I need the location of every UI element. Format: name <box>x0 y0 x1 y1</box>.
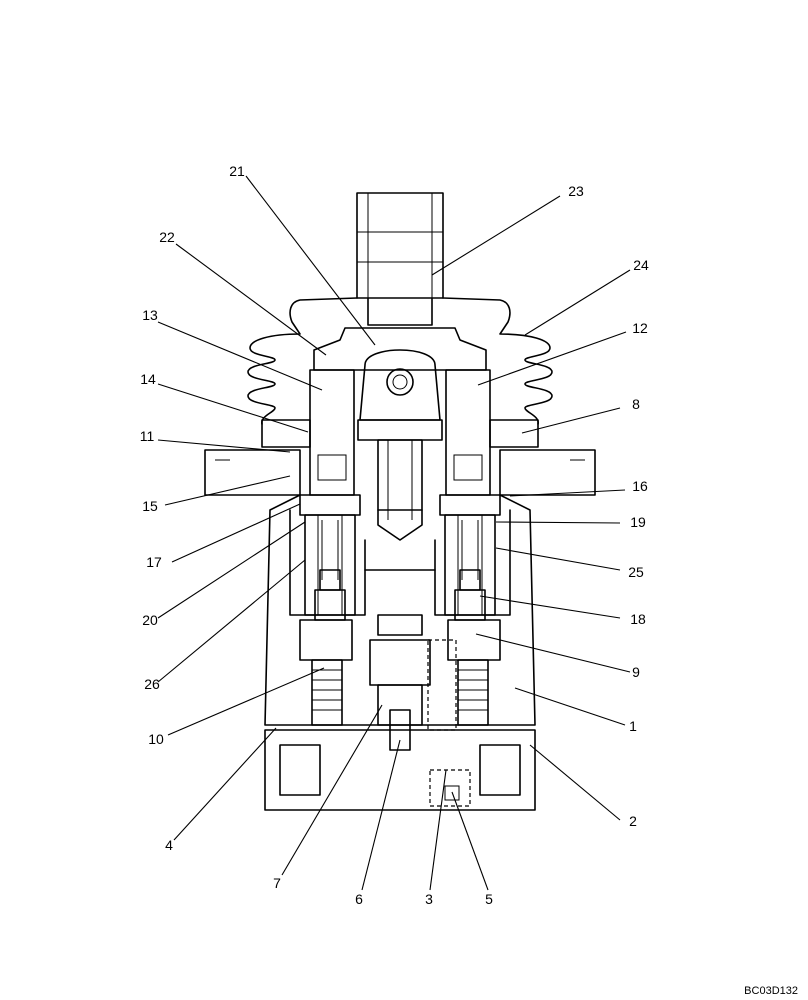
center-rod <box>377 439 423 541</box>
callout-21: 21 <box>229 163 245 179</box>
callout-5: 5 <box>485 891 493 907</box>
callout-22: 22 <box>159 229 175 245</box>
callout-20: 20 <box>142 612 158 628</box>
callout-19: 19 <box>630 514 646 530</box>
right-spool <box>427 494 501 731</box>
plate-and-cam <box>313 327 487 441</box>
callout-17: 17 <box>146 554 162 570</box>
callout-23: 23 <box>568 183 584 199</box>
callout-7: 7 <box>273 875 281 891</box>
callout-4: 4 <box>165 837 173 853</box>
valve-assembly <box>204 192 596 811</box>
callout-11: 11 <box>140 428 155 444</box>
upper-flange <box>204 419 596 496</box>
center-port <box>369 614 431 726</box>
left-spool <box>299 494 361 726</box>
handle-shaft <box>356 192 444 326</box>
callout-16: 16 <box>632 478 648 494</box>
callout-9: 9 <box>632 664 640 680</box>
callout-8: 8 <box>632 396 640 412</box>
callout-14: 14 <box>140 371 156 387</box>
callout-15: 15 <box>142 498 158 514</box>
callout-labels: 21 23 22 24 13 12 14 8 11 15 16 17 19 20… <box>140 163 649 907</box>
callout-13: 13 <box>142 307 158 323</box>
leader-lines <box>157 175 631 891</box>
callout-24: 24 <box>633 257 649 273</box>
callout-10: 10 <box>148 731 164 747</box>
callout-6: 6 <box>355 891 363 907</box>
callout-3: 3 <box>425 891 433 907</box>
bottom-plate <box>264 709 536 811</box>
callout-26: 26 <box>144 676 160 692</box>
callout-1: 1 <box>629 718 637 734</box>
callout-12: 12 <box>632 320 648 336</box>
rubber-boot <box>247 297 553 425</box>
callout-2: 2 <box>629 813 637 829</box>
drawing-code: BC03D132 <box>744 985 798 997</box>
callout-18: 18 <box>630 611 646 627</box>
callout-25: 25 <box>628 564 644 580</box>
